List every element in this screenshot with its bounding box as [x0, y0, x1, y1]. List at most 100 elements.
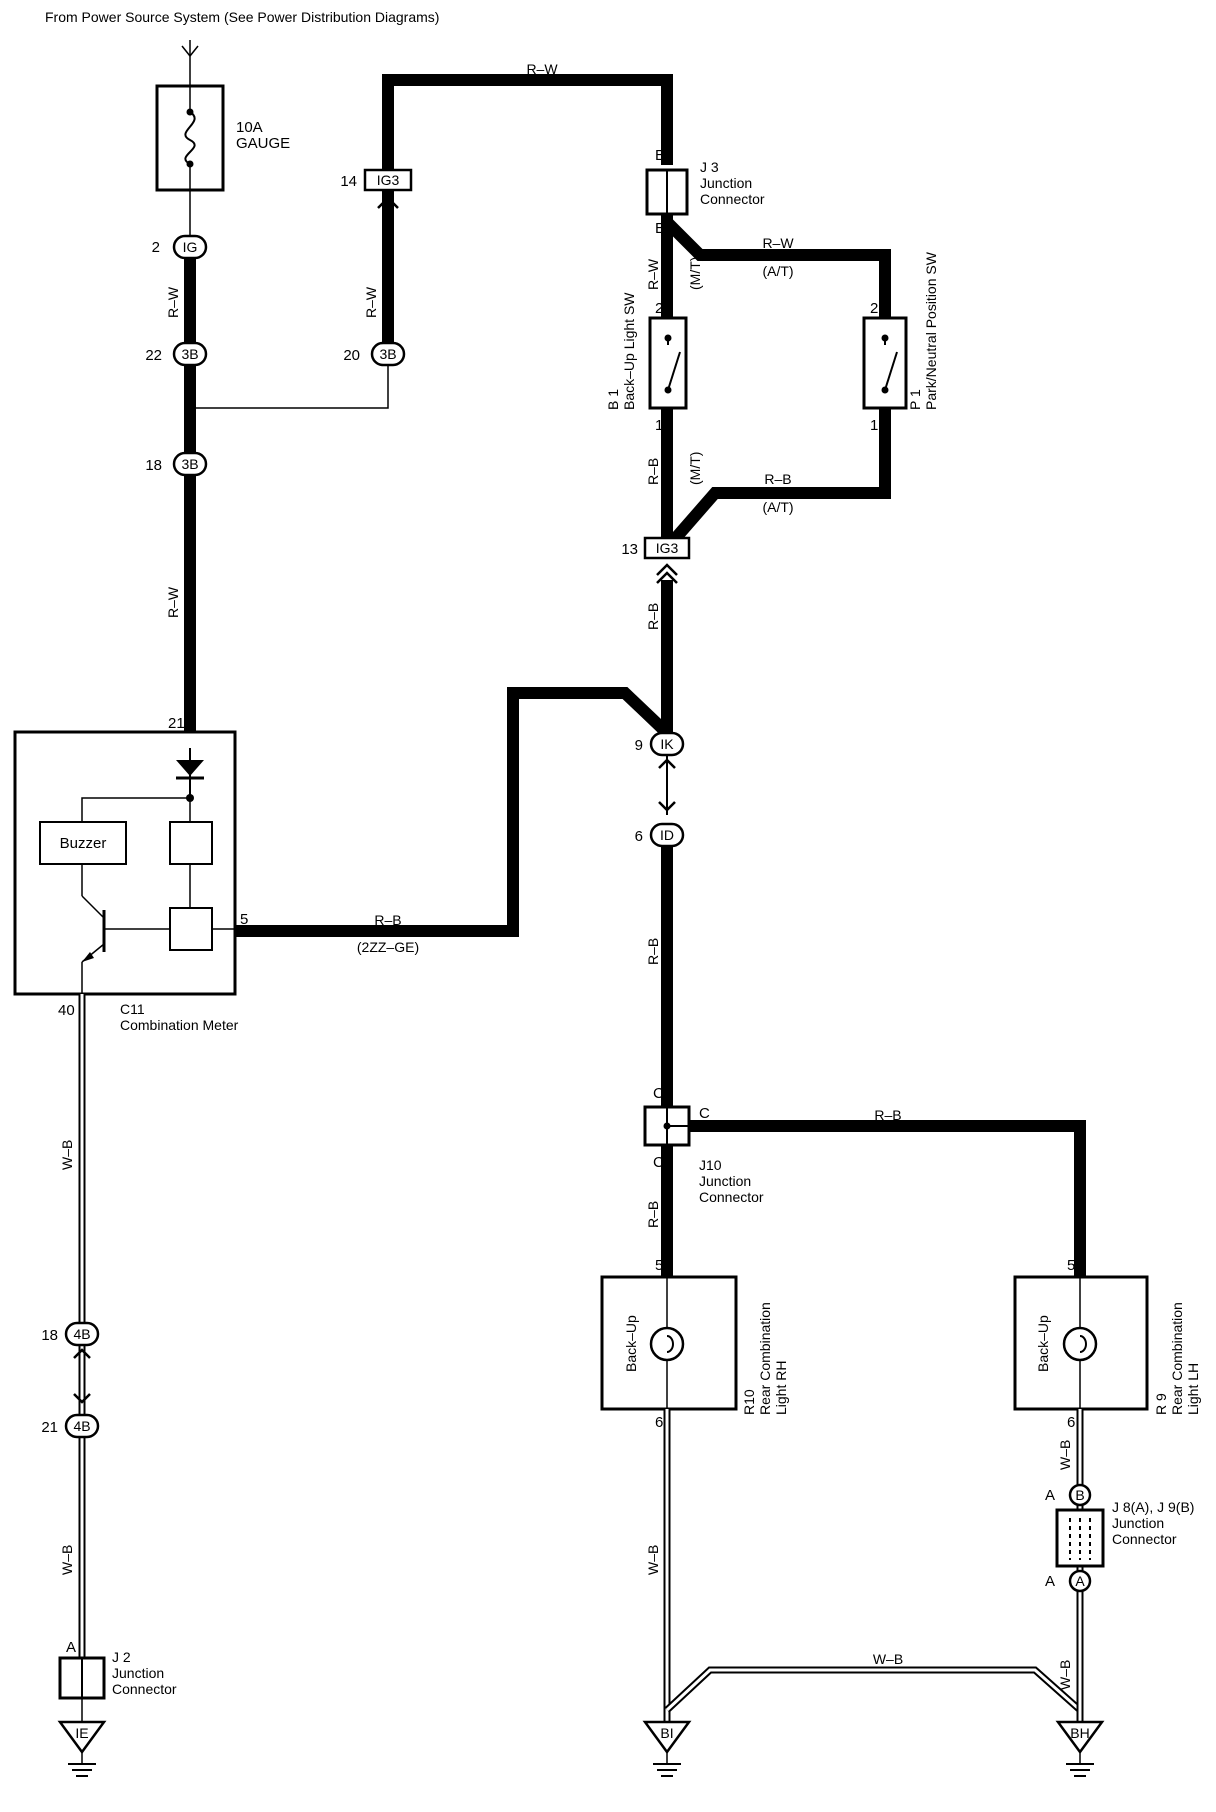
j89-pin-a-bottom: A — [1045, 1573, 1055, 1590]
j2-code: J 2 — [112, 1649, 131, 1665]
b1-code: B 1 — [605, 389, 621, 410]
variant-at-2: (A/T) — [762, 499, 793, 515]
p1-park-neutral-switch — [862, 316, 908, 410]
connector-4b-18: 4B — [64, 1321, 100, 1347]
j2-pin-a: A — [66, 1639, 76, 1656]
r10-lamp-label: Back–Up — [623, 1315, 639, 1372]
wire-label-rw-5: R–W — [762, 235, 794, 251]
svg-text:IK: IK — [660, 736, 674, 752]
branch-to-3b-20 — [186, 362, 389, 412]
c11-buzzer-label: Buzzer — [60, 835, 107, 852]
b1-pin-2: 2 — [655, 300, 663, 317]
wire-label-wb-1: W–B — [59, 1140, 75, 1170]
j10-code: J10 — [699, 1157, 722, 1173]
j89-line1: Junction — [1112, 1515, 1164, 1531]
pin-9: 9 — [635, 737, 643, 754]
p1-name: Park/Neutral Position SW — [923, 251, 939, 410]
wire-label-rw-4: R–W — [645, 258, 661, 290]
ground-bi-icon: BI — [642, 1720, 692, 1777]
svg-text:ID: ID — [660, 827, 674, 843]
svg-text:IG: IG — [183, 239, 198, 255]
r10-line2: Light RH — [773, 1361, 789, 1415]
mating-4b — [73, 1348, 91, 1404]
pin-2: 2 — [152, 239, 160, 256]
b1-name: Back–Up Light SW — [621, 292, 637, 410]
b1-pin-1: 1 — [655, 417, 663, 434]
wire-label-rb-2: R–B — [764, 471, 791, 487]
p1-pin-1: 1 — [870, 417, 878, 434]
r9-rear-light-lh — [1013, 1275, 1149, 1411]
fuse-10a-gauge — [155, 84, 225, 192]
connector-3b-18: 3B — [172, 451, 208, 477]
r9-pin-6: 6 — [1067, 1414, 1075, 1431]
wire-label-rw-3: R–W — [363, 286, 379, 318]
j3-code: J 3 — [700, 159, 719, 175]
j3-line1: Junction — [700, 175, 752, 191]
wire-label-rb-4: R–B — [374, 912, 401, 928]
c11-combination-meter — [13, 730, 237, 996]
j10-pin-c-top: C — [653, 1085, 664, 1102]
j2-junction-connector — [58, 1656, 106, 1700]
pin-13: 13 — [621, 541, 638, 558]
wire-c11-to-ik — [235, 687, 672, 937]
header-text: From Power Source System (See Power Dist… — [45, 9, 439, 25]
b1-backup-light-switch — [648, 316, 688, 410]
connector-3b-22: 3B — [172, 341, 208, 367]
pin-21-lower: 21 — [41, 1419, 58, 1436]
svg-text:3B: 3B — [181, 456, 198, 472]
j3-line2: Connector — [700, 191, 765, 207]
j3-pin-b-top: B — [655, 147, 665, 164]
j3-pin-b-bottom: B — [655, 220, 665, 237]
c11-pin-5: 5 — [240, 911, 248, 928]
wire-rw-ig3 — [382, 74, 673, 342]
variant-at-1: (A/T) — [762, 263, 793, 279]
wire-label-wb-4: W–B — [873, 1651, 903, 1667]
r10-line1: Rear Combination — [757, 1302, 773, 1415]
svg-text:IG3: IG3 — [377, 172, 400, 188]
r10-pin-5: 5 — [655, 1257, 663, 1274]
r10-code: R10 — [741, 1389, 757, 1415]
r9-pin-5: 5 — [1067, 1257, 1075, 1274]
c11-code: C11 — [120, 1001, 145, 1017]
svg-text:IG3: IG3 — [656, 540, 679, 556]
wire-label-rw-2: R–W — [165, 586, 181, 618]
pin-22: 22 — [145, 347, 162, 364]
connector-4b-21: 4B — [64, 1413, 100, 1439]
svg-text:4B: 4B — [73, 1418, 90, 1434]
svg-text:3B: 3B — [181, 346, 198, 362]
svg-text:3B: 3B — [379, 346, 396, 362]
svg-text:BH: BH — [1070, 1725, 1089, 1741]
pin-18-lower: 18 — [41, 1327, 58, 1344]
fuse-rating: 10A — [236, 119, 263, 136]
connector-3b-20: 3B — [370, 341, 406, 367]
p1-code: P 1 — [907, 389, 923, 410]
j89-pin-a-top: A — [1045, 1487, 1055, 1504]
connector-ig3-13: IG3 — [643, 536, 691, 584]
j10-pin-c-bottom: C — [653, 1154, 664, 1171]
c11-name: Combination Meter — [120, 1017, 239, 1033]
j10-line2: Connector — [699, 1189, 764, 1205]
wire-bi-bh-cross — [664, 1666, 1083, 1713]
svg-text:4B: 4B — [73, 1326, 90, 1342]
connector-ig3-14: IG3 — [363, 168, 413, 209]
j89-code: J 8(A), J 9(B) — [1112, 1499, 1194, 1515]
r9-lamp-label: Back–Up — [1035, 1315, 1051, 1372]
r9-line2: Light LH — [1185, 1363, 1201, 1415]
fuse-name: GAUGE — [236, 135, 290, 152]
c11-pin-21: 21 — [168, 715, 185, 732]
c11-pin-40: 40 — [58, 1002, 75, 1019]
variant-mt-2: (M/T) — [687, 452, 703, 485]
pin-18: 18 — [145, 457, 162, 474]
j10-junction-connector — [643, 1105, 691, 1147]
r10-rear-light-rh — [600, 1275, 738, 1411]
j89-line2: Connector — [1112, 1531, 1177, 1547]
j10-pin-c-right: C — [699, 1105, 710, 1122]
wire-label-rb-1: R–B — [645, 458, 661, 485]
svg-text:BI: BI — [660, 1725, 673, 1741]
wire-label-rb-5: R–B — [645, 938, 661, 965]
variant-mt-1: (M/T) — [687, 257, 703, 290]
power-source-arrow — [181, 40, 199, 86]
wire-label-wb-6: W–B — [1057, 1660, 1073, 1690]
j10-line1: Junction — [699, 1173, 751, 1189]
r10-pin-6: 6 — [655, 1414, 663, 1431]
